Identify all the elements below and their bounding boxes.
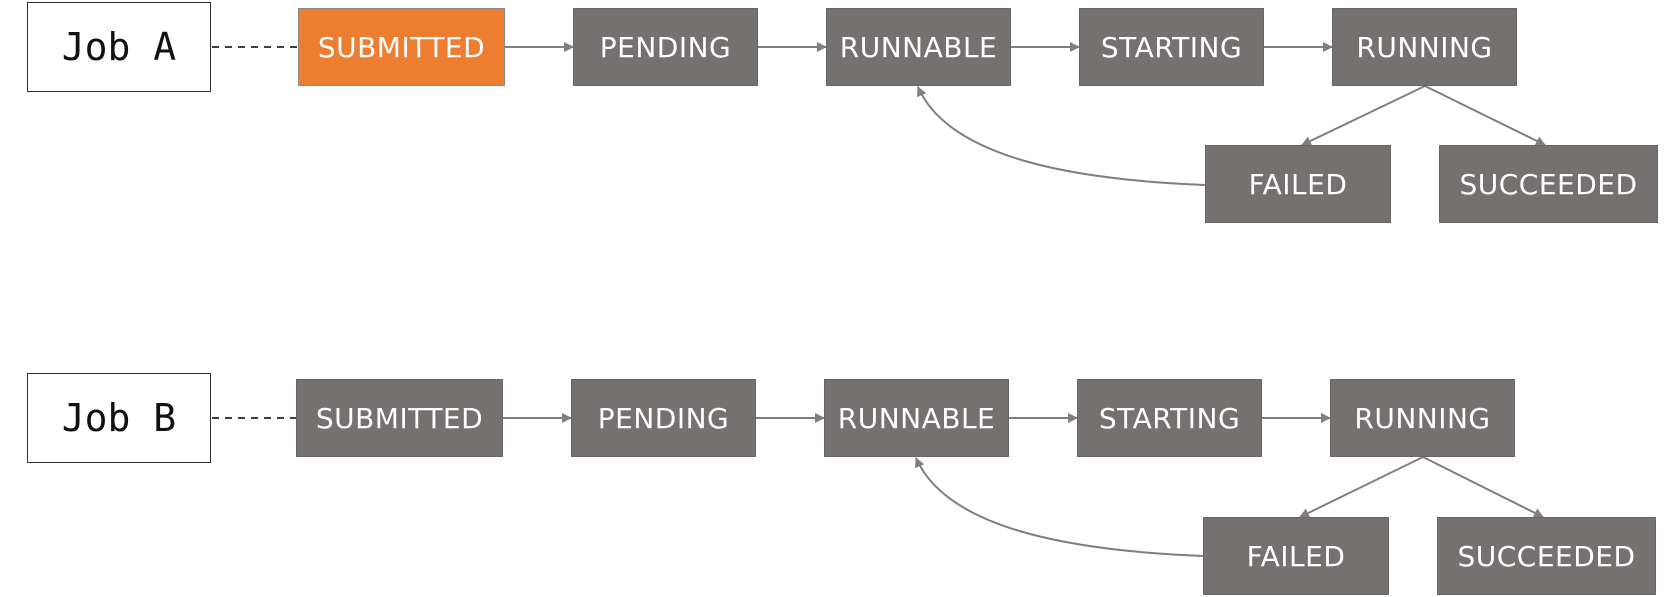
job-b-arrow-running-failed xyxy=(1299,456,1424,518)
job-a-arrow-running-succeeded xyxy=(1424,85,1546,146)
job-b-state-pending[interactable]: PENDING xyxy=(571,379,756,457)
state-label: RUNNABLE xyxy=(837,401,996,435)
job-b-state-submitted[interactable]: SUBMITTED xyxy=(296,379,503,457)
state-label: PENDING xyxy=(597,401,730,435)
job-a-state-submitted[interactable]: SUBMITTED xyxy=(298,8,505,86)
job-a-state-failed[interactable]: FAILED xyxy=(1205,145,1391,223)
job-a-state-runnable[interactable]: RUNNABLE xyxy=(826,8,1011,86)
state-label: RUNNING xyxy=(1354,401,1491,435)
job-a-arrow-failed-runnable xyxy=(917,86,1206,186)
job-b-label-box: Job B xyxy=(27,373,211,463)
state-label: SUCCEEDED xyxy=(1457,539,1636,573)
job-a-arrow-running-failed xyxy=(1301,85,1426,146)
job-b-state-failed[interactable]: FAILED xyxy=(1203,517,1389,595)
state-label: SUCCEEDED xyxy=(1459,167,1638,201)
job-b-state-runnable[interactable]: RUNNABLE xyxy=(824,379,1009,457)
job-a-state-succeeded[interactable]: SUCCEEDED xyxy=(1439,145,1658,223)
job-a-state-running[interactable]: RUNNING xyxy=(1332,8,1517,86)
job-b-arrow-failed-runnable xyxy=(915,457,1204,557)
state-label: STARTING xyxy=(1100,30,1243,64)
job-a-label: Job A xyxy=(61,25,177,69)
state-label: PENDING xyxy=(599,30,732,64)
state-label: SUBMITTED xyxy=(317,30,486,64)
state-label: RUNNING xyxy=(1356,30,1493,64)
job-b-state-starting[interactable]: STARTING xyxy=(1077,379,1262,457)
state-label: FAILED xyxy=(1248,167,1348,201)
job-b-state-succeeded[interactable]: SUCCEEDED xyxy=(1437,517,1656,595)
job-a-label-box: Job A xyxy=(27,2,211,92)
job-b-arrow-running-succeeded xyxy=(1422,456,1544,518)
state-label: STARTING xyxy=(1098,401,1241,435)
job-a-state-starting[interactable]: STARTING xyxy=(1079,8,1264,86)
job-b-label: Job B xyxy=(61,396,177,440)
state-label: RUNNABLE xyxy=(839,30,998,64)
job-b-state-running[interactable]: RUNNING xyxy=(1330,379,1515,457)
job-a-state-pending[interactable]: PENDING xyxy=(573,8,758,86)
state-label: SUBMITTED xyxy=(315,401,484,435)
state-label: FAILED xyxy=(1246,539,1346,573)
